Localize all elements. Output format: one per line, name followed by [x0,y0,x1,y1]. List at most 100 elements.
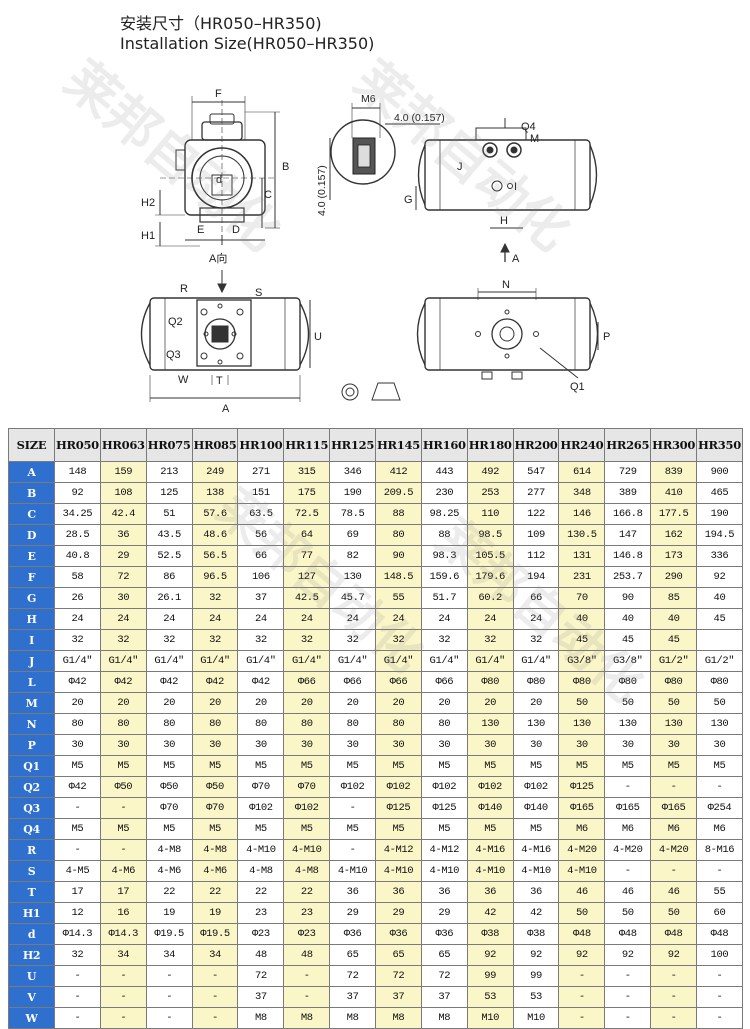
table-cell: 146.8 [604,545,652,567]
table-cell: - [99,839,147,861]
table-cell: 106 [237,566,285,588]
table-cell: 230 [420,482,468,504]
table-cell: 20 [512,692,560,714]
table-cell: 23 [283,902,331,924]
table-cell: 80 [329,713,377,735]
table-cell: 146 [558,503,606,525]
table-cell: 36 [329,881,377,903]
table-cell: 65 [420,944,468,966]
label-C: C [264,189,272,201]
table-cell: 70 [558,587,606,609]
table-cell: 57.6 [191,503,239,525]
label-Q1: Q1 [570,381,585,393]
model-header: HR200 [512,428,560,462]
table-cell: 16 [99,902,147,924]
table-cell: Φ102 [375,776,422,798]
table-cell: 465 [696,482,743,504]
table-cell: 4-M5 [54,860,101,882]
label-T: T [216,375,223,387]
table-cell: 30 [375,734,422,756]
table-cell: 32 [54,629,101,651]
table-cell: 22 [145,881,193,903]
label-J: J [457,161,463,173]
table-cell: 26.1 [145,587,193,609]
table-cell: - [558,986,606,1008]
table-cell: 4-M12 [420,839,468,861]
table-cell: 30 [283,734,331,756]
table-cell: 92 [512,944,560,966]
row-label: Q4 [8,818,55,840]
table-cell: - [604,1007,652,1029]
table-cell: 34 [191,944,239,966]
table-cell: M5 [283,818,331,840]
table-cell: 109 [512,524,560,546]
table-cell: 90 [604,587,652,609]
table-cell: 19 [191,902,239,924]
table-cell: 30 [191,734,239,756]
table-cell: 131 [558,545,606,567]
table-cell: 48.6 [191,524,239,546]
table-cell: 29 [99,545,147,567]
row-label: I [8,629,55,651]
table-cell: 40 [558,608,606,630]
table-cell: 159 [99,461,147,483]
table-cell: 45 [604,629,652,651]
table-cell: - [329,839,377,861]
table-cell: 20 [237,692,285,714]
table-cell: 24 [237,608,285,630]
table-cell: 86 [145,566,193,588]
table-cell: Φ19.5 [145,923,193,945]
table-cell: 271 [237,461,285,483]
table-cell: 24 [466,608,514,630]
label-H: H [500,215,508,227]
label-A-view: A向 [209,251,227,265]
table-cell: 20 [329,692,377,714]
label-U: U [314,331,322,343]
table-cell: 29 [420,902,468,924]
table-cell: Φ80 [696,671,743,693]
table-cell: 98.5 [466,524,514,546]
table-cell: 213 [145,461,193,483]
table-cell: Φ102 [237,797,285,819]
table-cell: Φ140 [466,797,514,819]
table-cell: - [54,965,101,987]
table-cell: 24 [329,608,377,630]
table-cell: 37 [237,587,285,609]
table-cell: 22 [283,881,331,903]
table-cell: Φ36 [375,923,422,945]
table-cell: Φ50 [99,776,147,798]
table-cell: 30 [99,587,147,609]
table-cell: 28.5 [54,524,101,546]
table-cell: 80 [375,524,422,546]
table-cell: 4-M10 [283,839,331,861]
table-cell: 30 [604,734,652,756]
table-cell: 729 [604,461,652,483]
table-cell: 151 [237,482,285,504]
table-cell: 8-M16 [696,839,743,861]
table-cell: 20 [466,692,514,714]
table-cell: 51 [145,503,193,525]
row-label: d [8,923,55,945]
table-cell: Φ36 [329,923,377,945]
table-cell: M6 [650,818,698,840]
table-cell: Φ42 [54,776,101,798]
table-cell: 51.7 [420,587,468,609]
label-F: F [215,88,222,100]
table-cell: M6 [604,818,652,840]
table-cell: Φ102 [283,797,331,819]
table-cell: 30 [145,734,193,756]
row-label: T [8,881,55,903]
table-cell: 92 [604,944,652,966]
model-header: HR180 [466,428,514,462]
table-cell: Φ80 [650,671,698,693]
table-cell: 23 [237,902,285,924]
table-cell: Φ42 [99,671,147,693]
table-cell: 77 [283,545,331,567]
table-cell: 69 [329,524,377,546]
